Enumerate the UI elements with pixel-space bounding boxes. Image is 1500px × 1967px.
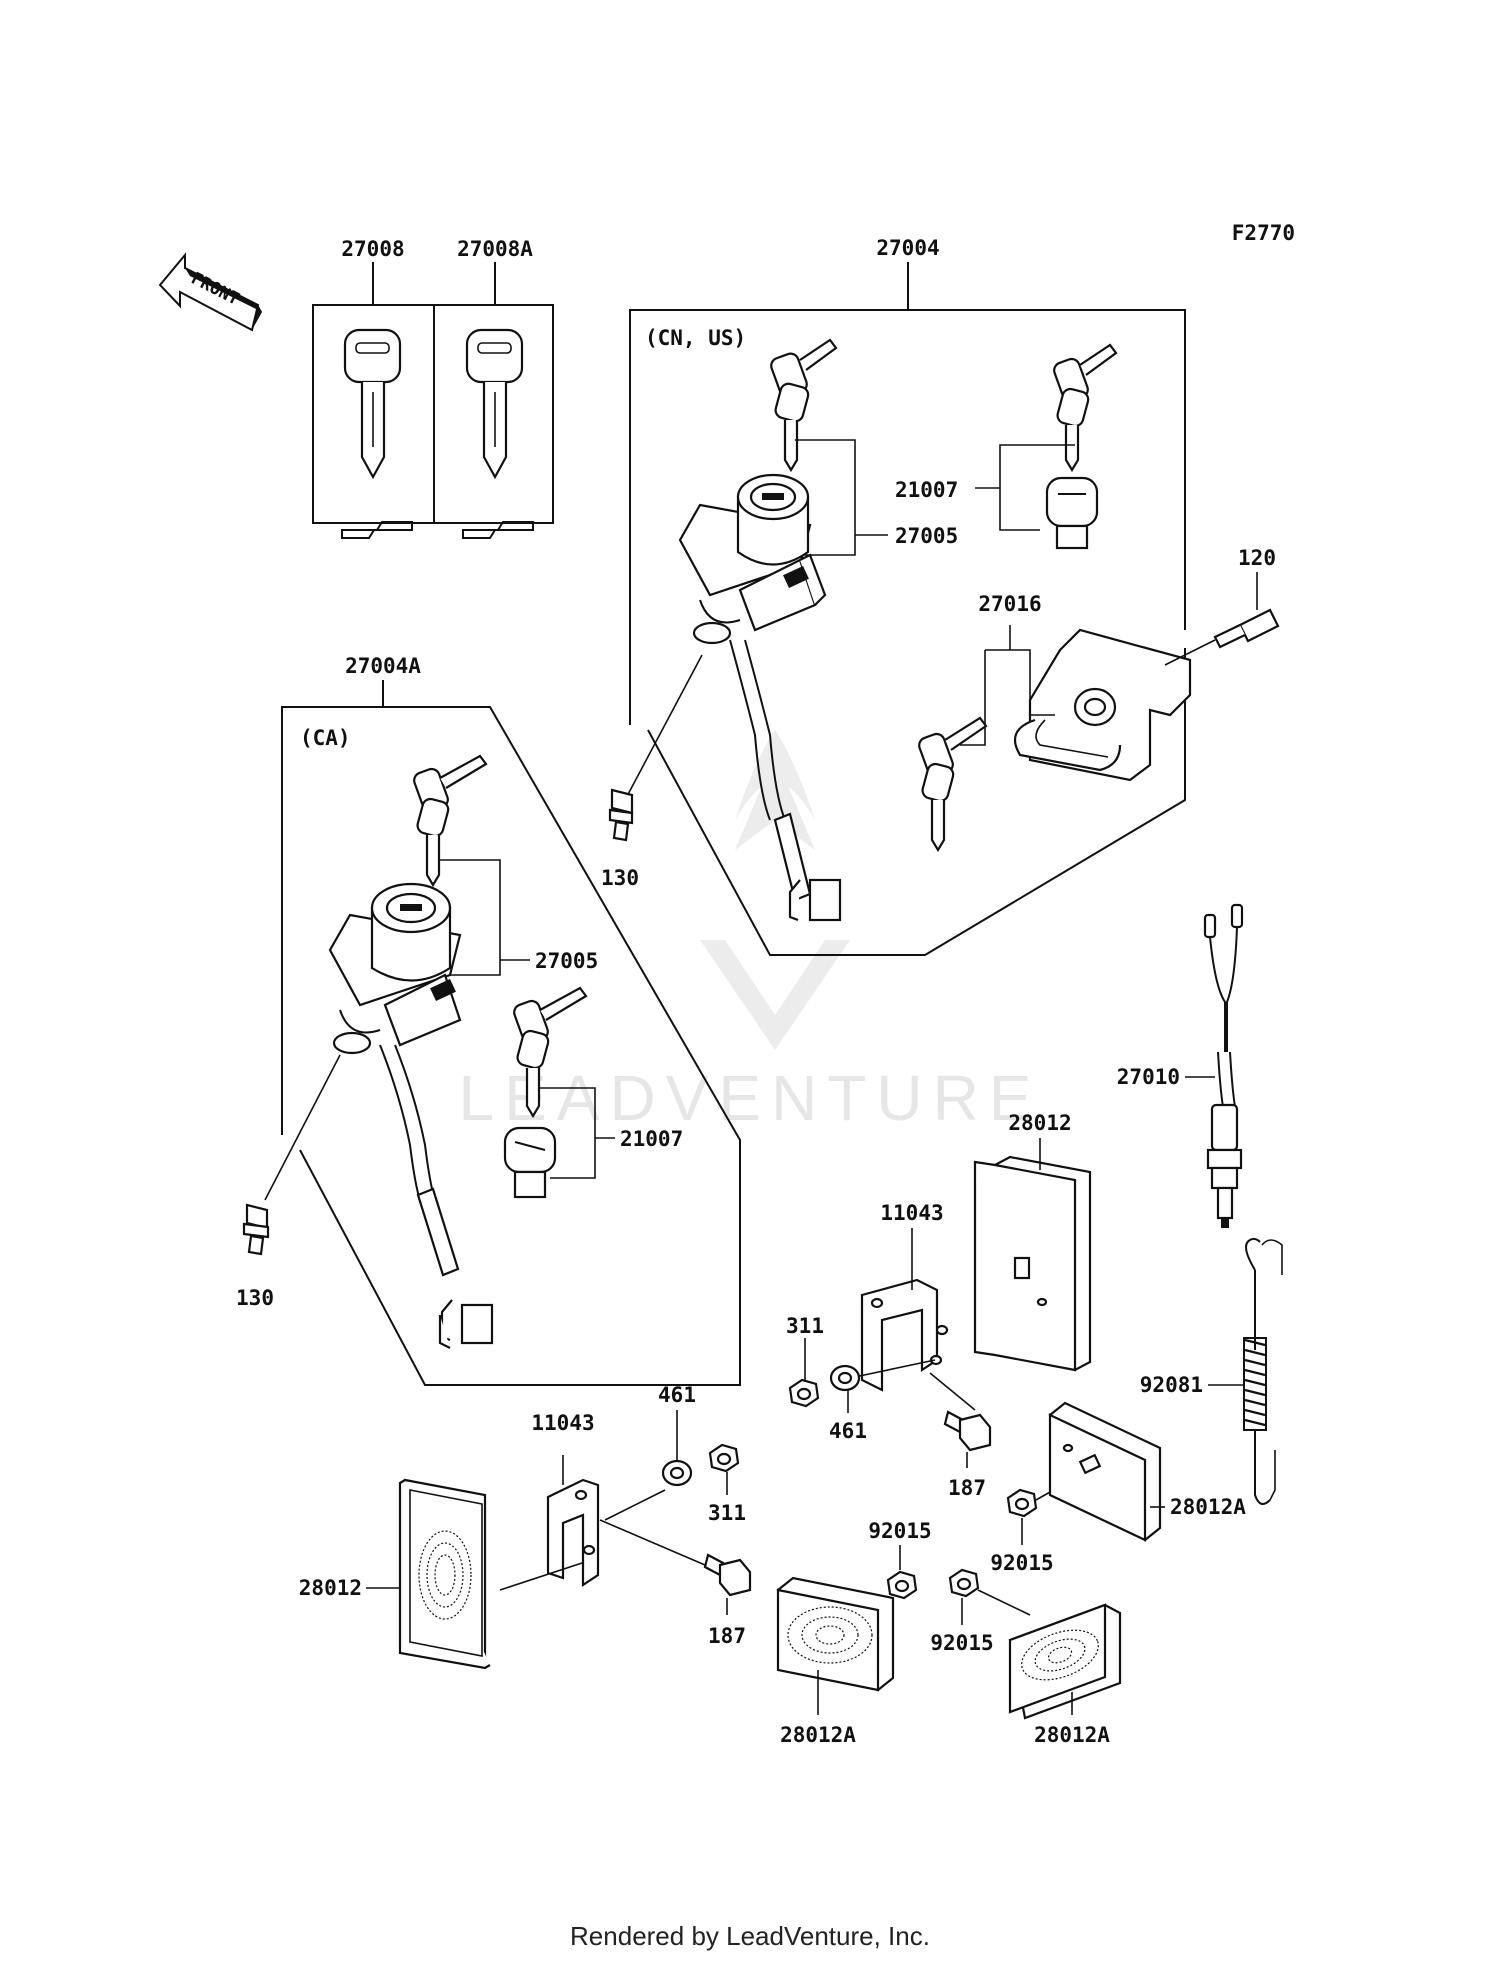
- part-label[interactable]: 92015: [868, 1519, 931, 1543]
- brake-light-switch-icon: [1203, 903, 1244, 1228]
- part-label[interactable]: 92081: [1140, 1373, 1203, 1397]
- part-label[interactable]: 311: [708, 1501, 746, 1525]
- part-label[interactable]: 27004: [876, 236, 939, 260]
- nut-icon: [948, 1568, 1031, 1616]
- bolt-icon: [242, 1203, 270, 1256]
- washer-icon: [661, 1459, 693, 1487]
- steering-lock-icon: [1013, 628, 1192, 782]
- ignition-switch-set-cn-us: (CN, US): [624, 262, 1192, 956]
- spring-icon: [1243, 1237, 1283, 1505]
- key-blank-panel: [312, 262, 554, 539]
- part-label[interactable]: 28012: [299, 1576, 362, 1600]
- part-label[interactable]: 92015: [930, 1631, 993, 1655]
- part-label[interactable]: 28012A: [780, 1723, 856, 1747]
- bracket-icon: [499, 1478, 706, 1591]
- key-pair-icon: [413, 754, 488, 888]
- part-label[interactable]: 21007: [620, 1127, 683, 1151]
- part-label[interactable]: 27008A: [457, 237, 533, 261]
- part-label[interactable]: 27005: [535, 949, 598, 973]
- bolt-icon: [608, 788, 634, 842]
- part-label[interactable]: 28012: [1008, 1111, 1071, 1135]
- lock-cylinder-icon: [1045, 476, 1099, 550]
- lock-cylinder-icon: [503, 1126, 557, 1199]
- watermark: LEADVENTURE: [459, 730, 1042, 1134]
- part-label[interactable]: 27005: [895, 524, 958, 548]
- part-label[interactable]: 130: [236, 1286, 274, 1310]
- part-label[interactable]: 27008: [341, 237, 404, 261]
- nut-icon: [708, 1443, 740, 1473]
- part-label[interactable]: 311: [786, 1314, 824, 1338]
- part-label[interactable]: 27004A: [345, 654, 421, 678]
- reflector-icon: [1008, 1603, 1122, 1720]
- ignition-switch-set-ca: (CA): [264, 680, 741, 1386]
- nut-icon: [788, 1378, 820, 1408]
- reflector-icon: [776, 1576, 895, 1692]
- part-label[interactable]: 11043: [531, 1411, 594, 1435]
- reflector-icon: [973, 1155, 1092, 1372]
- bolt-icon: [943, 1410, 992, 1452]
- reflector-icon: [1048, 1401, 1162, 1542]
- footer-credit: Rendered by LeadVenture, Inc.: [570, 1921, 930, 1951]
- part-label[interactable]: 120: [1238, 546, 1276, 570]
- key-pair-icon: [918, 716, 988, 853]
- part-label[interactable]: 187: [948, 1476, 986, 1500]
- key-blank-icon: [343, 328, 402, 480]
- washer-icon: [829, 1364, 861, 1392]
- part-label[interactable]: 461: [658, 1383, 696, 1407]
- region-label: (CA): [300, 726, 351, 750]
- bracket-icon: [849, 1278, 976, 1411]
- part-label[interactable]: 21007: [895, 478, 958, 502]
- nut-icon: [886, 1570, 918, 1600]
- bolt-icon: [703, 1553, 752, 1597]
- part-label[interactable]: 461: [829, 1419, 867, 1443]
- part-label[interactable]: 130: [601, 866, 639, 890]
- part-label[interactable]: 28012A: [1034, 1723, 1110, 1747]
- key-pair-icon: [1053, 343, 1118, 473]
- ignition-switch-icon: [678, 473, 842, 922]
- part-label[interactable]: 11043: [880, 1201, 943, 1225]
- reflector-icon: [398, 1478, 491, 1670]
- part-label[interactable]: 187: [708, 1624, 746, 1648]
- key-blank-icon: [465, 328, 524, 480]
- ignition-switch-icon: [328, 882, 494, 1349]
- figure-code: F2770: [1232, 221, 1295, 245]
- front-arrow: FRONT: [158, 252, 262, 332]
- part-label[interactable]: 27016: [978, 592, 1041, 616]
- key-pair-icon: [513, 986, 588, 1119]
- watermark-text: LEADVENTURE: [459, 1062, 1042, 1134]
- part-label[interactable]: 28012A: [1170, 1495, 1246, 1519]
- part-label[interactable]: 92015: [990, 1551, 1053, 1575]
- region-label: (CN, US): [645, 326, 746, 350]
- bolt-icon: [1164, 608, 1280, 666]
- key-pair-icon: [770, 338, 838, 473]
- part-label[interactable]: 27010: [1117, 1065, 1180, 1089]
